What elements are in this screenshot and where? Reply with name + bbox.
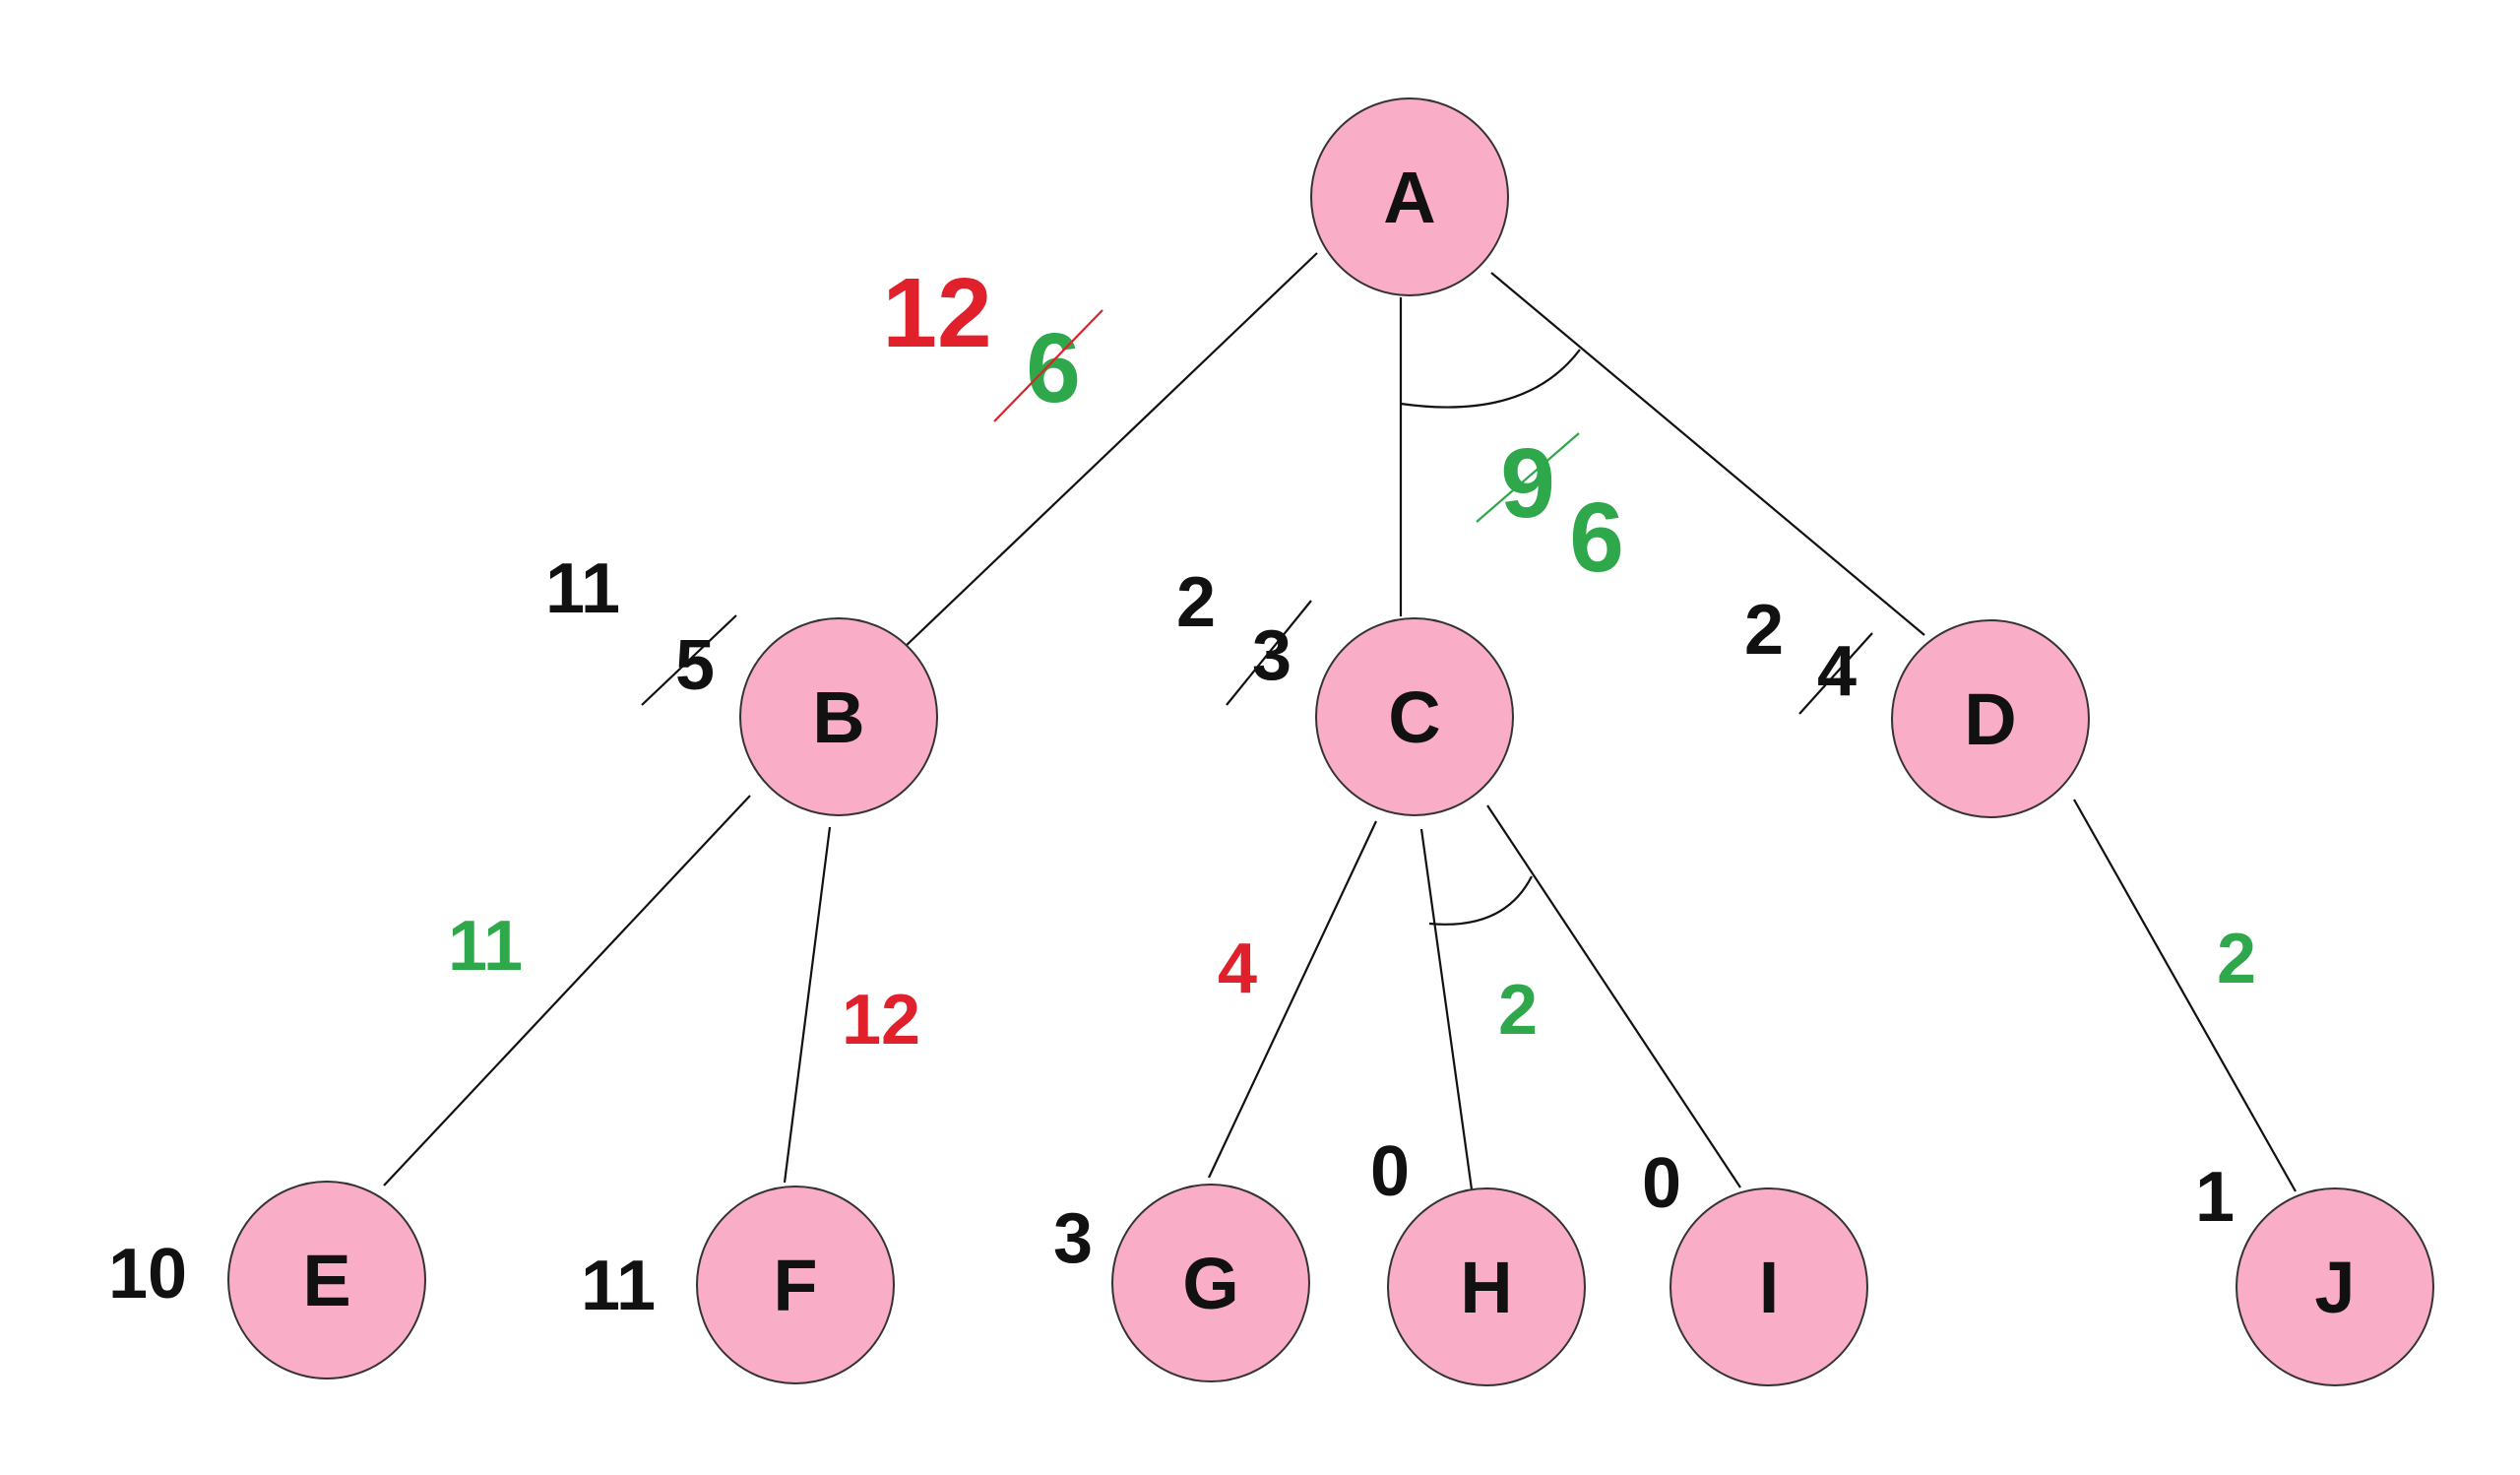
b-old-h-strike [641, 614, 737, 706]
c-new-h: 2 [1176, 563, 1216, 642]
node-i-label: I [1759, 1247, 1780, 1328]
h-h: 0 [1370, 1132, 1410, 1211]
edge-c-h [1419, 828, 1474, 1190]
g-h: 3 [1053, 1199, 1093, 1278]
j-h: 1 [2195, 1158, 2235, 1237]
node-b: B [739, 617, 938, 816]
node-d-label: D [1964, 678, 2016, 760]
node-e: E [227, 1181, 426, 1379]
node-a: A [1310, 97, 1509, 296]
edge-b-f [783, 826, 832, 1184]
node-e-label: E [302, 1240, 350, 1321]
cd-old-cost: 9 [1500, 428, 1555, 539]
node-j-label: J [2314, 1247, 2355, 1328]
node-g: G [1111, 1184, 1310, 1382]
node-i: I [1670, 1187, 1868, 1386]
node-f: F [696, 1186, 895, 1384]
and-arc-c [1428, 875, 1533, 926]
edge-c-i [1486, 804, 1741, 1188]
edge-a-b [903, 252, 1318, 649]
node-f-label: F [773, 1245, 817, 1326]
d-new-h: 2 [1744, 591, 1784, 670]
and-arc-a [1400, 349, 1581, 409]
e-h: 10 [108, 1235, 187, 1314]
node-c: C [1315, 617, 1514, 816]
edge-dj-cost: 2 [2217, 920, 2256, 998]
b-old-h: 5 [675, 626, 715, 705]
b-new-h: 11 [545, 549, 620, 628]
node-d: D [1891, 619, 2090, 818]
c-old-h: 3 [1252, 616, 1292, 695]
edge-b-e [383, 795, 751, 1186]
node-g-label: G [1182, 1243, 1239, 1324]
a-new-cost: 12 [882, 258, 991, 368]
node-c-label: C [1388, 676, 1440, 758]
edge-bf-cost: 12 [842, 981, 920, 1059]
i-h: 0 [1642, 1144, 1681, 1223]
node-h-label: H [1460, 1247, 1512, 1328]
edge-d-j [2073, 799, 2297, 1192]
f-h: 11 [581, 1247, 656, 1325]
node-j: J [2236, 1187, 2434, 1386]
edge-c-g [1208, 820, 1377, 1179]
cd-new-cost: 6 [1569, 482, 1624, 593]
edge-cg-cost: 4 [1218, 930, 1257, 1008]
c-old-h-strike [1226, 600, 1312, 706]
edge-a-d [1490, 272, 1925, 636]
node-a-label: A [1383, 157, 1435, 238]
a-old-cost-strike [993, 309, 1103, 422]
edge-be-cost: 11 [448, 907, 523, 986]
a-old-cost: 6 [1026, 313, 1081, 423]
node-b-label: B [812, 676, 864, 758]
d-old-h-strike [1798, 632, 1873, 715]
edge-chi-cost: 2 [1498, 971, 1538, 1050]
cd-old-cost-strike [1476, 432, 1580, 523]
node-h: H [1387, 1187, 1586, 1386]
